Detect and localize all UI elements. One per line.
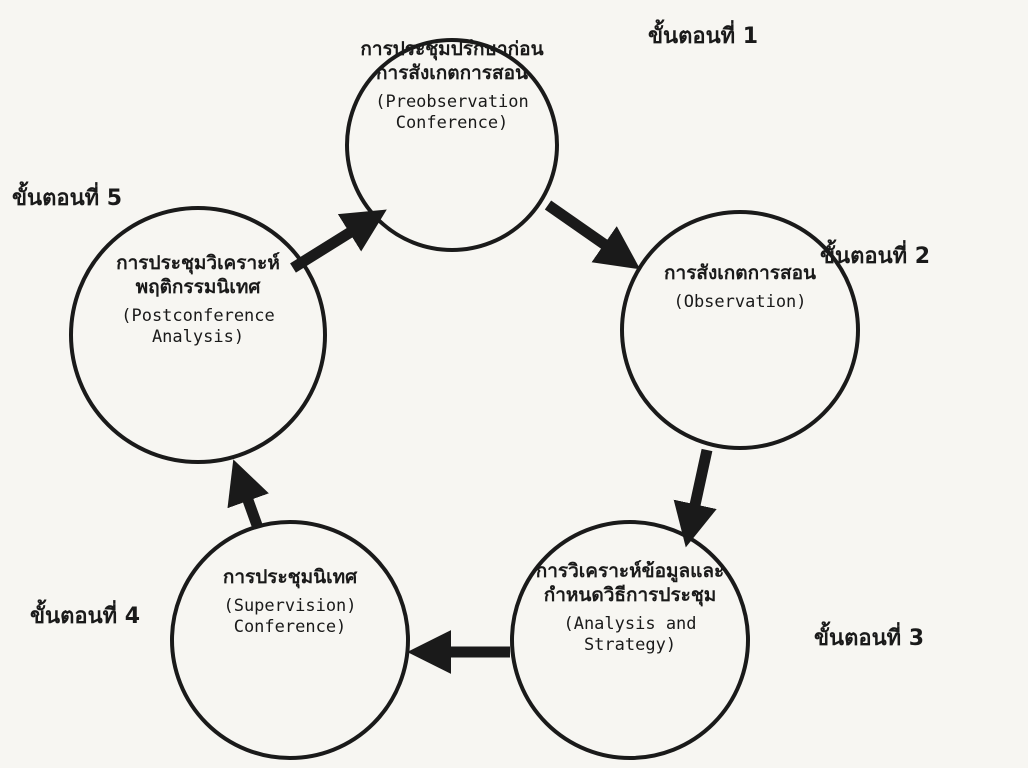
stage-4-circle: [170, 520, 410, 760]
stage-1-english: (Preobservation Conference): [375, 91, 529, 133]
stage-2-circle: [620, 210, 860, 450]
arrow-stage-4-to-5: [227, 459, 269, 530]
stage-5-english: (Postconference Analysis): [121, 305, 275, 347]
arrow-stage-1-to-2: [544, 200, 641, 270]
stage-2-thai: การสังเกตการสอน: [664, 262, 816, 284]
stage-1-thai: การประชุมปรึกษาก่อนการสังเกตการสอน: [360, 38, 544, 84]
stage-4-label: ขั้นตอนที่ 4: [30, 604, 141, 629]
stage-3-english: (Analysis and Strategy): [563, 613, 697, 655]
stage-2-text: การสังเกตการสอน (Observation): [632, 262, 848, 313]
stage-4-english: (Supervision) Conference): [223, 595, 357, 637]
arrow-stage-2-to-3: [673, 448, 717, 548]
stage-1-text: การประชุมปรึกษาก่อนการสังเกตการสอน (Preo…: [356, 38, 548, 134]
stage-5-text: การประชุมวิเคราะห์พฤติกรรมนิเทศ (Postcon…: [86, 252, 310, 348]
stage-5-thai: การประชุมวิเคราะห์พฤติกรรมนิเทศ: [116, 252, 280, 298]
stage-3-circle: [510, 520, 750, 760]
stage-3-text: การวิเคราะห์ข้อมูลและกำหนดวิธีการประชุม …: [520, 560, 740, 656]
stage-5-circle: [69, 206, 327, 464]
stage-1-label: ขั้นตอนที่ 1: [648, 24, 759, 49]
stage-3-thai: การวิเคราะห์ข้อมูลและกำหนดวิธีการประชุม: [535, 560, 725, 606]
stage-1-circle: [345, 38, 559, 252]
stage-4-thai: การประชุมนิเทศ: [222, 566, 358, 588]
arrow-stage-5-to-1: [290, 209, 387, 273]
stage-5-label: ขั้นตอนที่ 5: [12, 186, 123, 211]
stage-2-english: (Observation): [673, 291, 807, 312]
stage-2-label: ขั้นตอนที่ 2: [820, 244, 931, 269]
stage-3-label: ขั้นตอนที่ 3: [814, 626, 925, 651]
stage-4-text: การประชุมนิเทศ (Supervision) Conference): [186, 566, 394, 638]
